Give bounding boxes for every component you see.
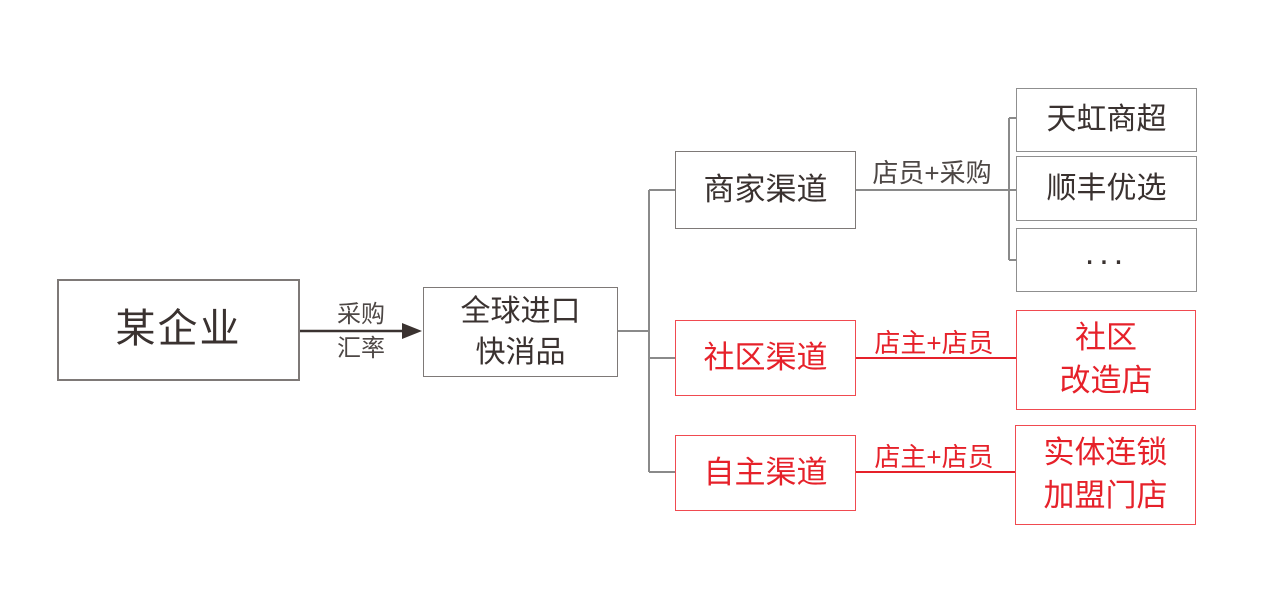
edge-label-owner-clerk-community: 店主+店员 [874, 328, 994, 358]
node-chain-franchise-store: 实体连锁 加盟门店 [1015, 425, 1196, 525]
node-global-import-fmcg: 全球进口 快消品 [423, 287, 618, 377]
node-tianhong-supermarket: 天虹商超 [1016, 88, 1197, 152]
node-community-channel: 社区渠道 [675, 320, 856, 396]
edge-label-owner-clerk-independent: 店主+店员 [874, 442, 994, 472]
node-sf-select: 顺丰优选 [1016, 156, 1197, 221]
edge-label-exchange-rate: 汇率 [337, 335, 385, 362]
edge-label-clerk-procurement: 店员+采购 [872, 158, 992, 188]
arrowhead-icon [402, 323, 422, 339]
node-company: 某企业 [57, 279, 300, 381]
node-merchant-channel: 商家渠道 [675, 151, 856, 229]
node-ellipsis: ... [1016, 228, 1197, 292]
edge-label-procurement: 采购 [337, 301, 385, 328]
node-community-renovation-store: 社区 改造店 [1016, 310, 1196, 410]
node-independent-channel: 自主渠道 [675, 435, 856, 511]
